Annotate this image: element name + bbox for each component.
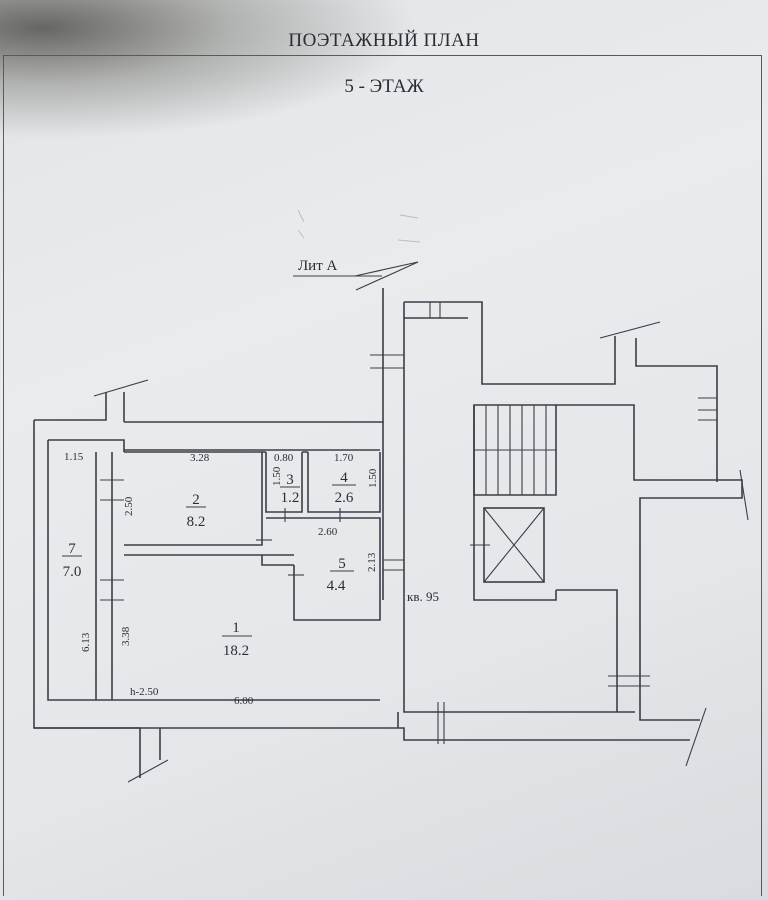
dimension-label: 3.28 bbox=[190, 452, 210, 464]
dimension-labels: 1.15 3.28 0.80 1.70 1.50 1.50 2.50 2.60 … bbox=[64, 451, 379, 707]
dimension-label: 6.00 bbox=[234, 695, 254, 707]
dimension-label: 1.50 bbox=[271, 466, 283, 486]
walls bbox=[33, 288, 743, 778]
door-marks bbox=[100, 302, 717, 744]
dimension-label: 2.50 bbox=[123, 496, 135, 516]
dimension-label: 1.15 bbox=[64, 451, 84, 463]
dimension-label: 6.13 bbox=[80, 632, 92, 652]
room-number: 2 bbox=[192, 492, 200, 508]
dimension-label: 1.50 bbox=[367, 468, 379, 488]
shadow-overlay bbox=[0, 0, 420, 140]
stairs bbox=[474, 405, 556, 495]
floor-label: 5 - ЭТАЖ bbox=[344, 76, 424, 97]
room-number: 4 bbox=[340, 470, 348, 486]
dimension-label: 1.70 bbox=[334, 452, 354, 464]
room-number: 1 bbox=[232, 620, 240, 636]
dimension-label: 3.38 bbox=[120, 626, 132, 646]
dimension-label: 2.60 bbox=[318, 526, 338, 538]
elevator-shaft bbox=[483, 507, 545, 583]
room-number: 3 bbox=[286, 472, 294, 488]
break-lines bbox=[93, 261, 749, 783]
building-label: Лит А bbox=[298, 258, 338, 274]
height-label: h-2.50 bbox=[130, 686, 159, 698]
room-labels: 7 7.0 2 8.2 3 1.2 4 2.6 5 4.4 1 18.2 bbox=[62, 470, 356, 659]
room-area: 18.2 bbox=[223, 643, 249, 659]
partitions bbox=[95, 449, 381, 700]
room-number: 7 bbox=[68, 541, 76, 557]
drawing-frame bbox=[3, 55, 762, 896]
room-number: 5 bbox=[338, 556, 346, 572]
document-title: ПОЭТАЖНЫЙ ПЛАН bbox=[288, 30, 480, 51]
room-area: 8.2 bbox=[187, 514, 206, 530]
room-area: 1.2 bbox=[281, 490, 300, 506]
room-area: 7.0 bbox=[63, 564, 82, 580]
room-area: 2.6 bbox=[335, 490, 354, 506]
dimension-label: 0.80 bbox=[274, 452, 294, 464]
room-area: 4.4 bbox=[327, 578, 346, 594]
building-leader bbox=[293, 261, 419, 277]
apartment-label: кв. 95 bbox=[407, 589, 439, 604]
dimension-label: 2.13 bbox=[366, 552, 378, 572]
faint-marks bbox=[297, 209, 421, 243]
